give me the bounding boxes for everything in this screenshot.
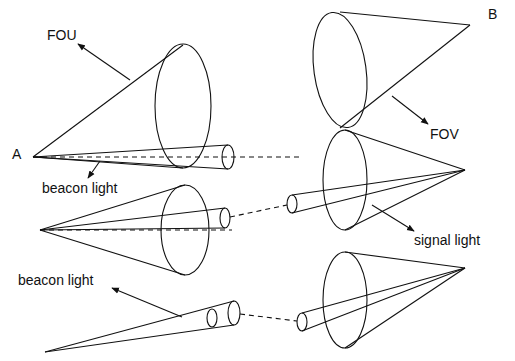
point-label: B — [488, 6, 497, 22]
component-label: FOU — [47, 27, 77, 43]
component-label: beacon light — [18, 272, 94, 288]
signal-beam — [287, 170, 465, 213]
beacon-beam — [40, 208, 230, 230]
beacon-beam — [45, 301, 240, 352]
fov-cone — [323, 252, 465, 348]
component-label: FOV — [430, 126, 459, 142]
leader-line — [78, 44, 428, 317]
fov-cone — [306, 9, 470, 131]
component-label: beacon light — [42, 180, 118, 196]
component-label: signal light — [414, 232, 480, 248]
link-line — [230, 205, 287, 217]
point-label: A — [12, 146, 21, 162]
axis-line — [33, 156, 300, 157]
signal-beam — [297, 268, 465, 331]
fou-cone — [33, 44, 211, 168]
link-line — [240, 314, 297, 321]
axis-line — [40, 229, 232, 230]
